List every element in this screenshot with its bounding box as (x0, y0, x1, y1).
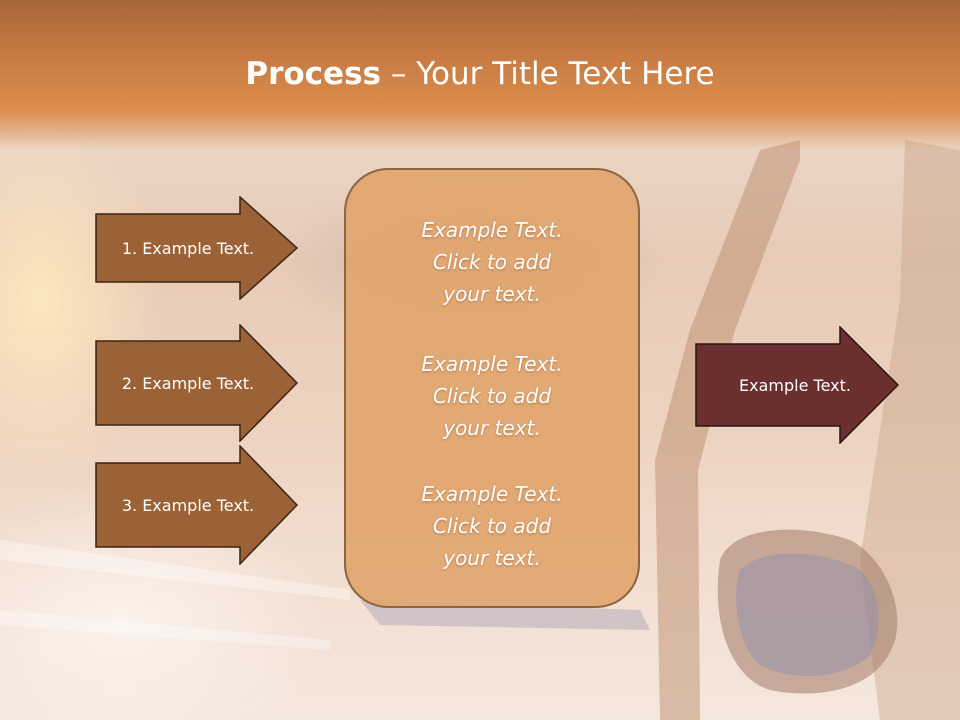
process-arrow-3[interactable]: 3. Example Text. (95, 445, 298, 565)
center-line-1: Example Text. (421, 218, 563, 242)
center-text-box[interactable]: Example Text. Click to add your text. Ex… (344, 168, 640, 608)
result-arrow[interactable]: Example Text. (695, 326, 899, 444)
process-arrow-1[interactable]: 1. Example Text. (95, 196, 298, 300)
center-text-block-1: Example Text. Click to add your text. (346, 214, 638, 310)
center-line-3: your text. (443, 282, 541, 306)
arrow-shape (95, 324, 298, 442)
arrow-label: 1. Example Text. (121, 238, 255, 258)
arrow-shape (95, 445, 298, 565)
slide-title[interactable]: Process – Your Title Text Here (0, 52, 960, 96)
center-line-1: Example Text. (421, 352, 563, 376)
center-text-block-3: Example Text. Click to add your text. (346, 478, 638, 574)
center-text-block-2: Example Text. Click to add your text. (346, 348, 638, 444)
center-line-3: your text. (443, 416, 541, 440)
arrow-label: 3. Example Text. (121, 495, 255, 515)
title-bar (0, 0, 960, 150)
process-arrow-2[interactable]: 2. Example Text. (95, 324, 298, 442)
center-line-2: Click to add (432, 384, 552, 408)
arrow-shape (95, 196, 298, 300)
title-bold: Process (245, 56, 381, 92)
title-rest: – Your Title Text Here (381, 56, 715, 92)
arrow-label: 2. Example Text. (121, 373, 255, 393)
center-line-3: your text. (443, 546, 541, 570)
center-line-2: Click to add (432, 514, 552, 538)
arrow-label: Example Text. (739, 375, 851, 395)
center-line-1: Example Text. (421, 482, 563, 506)
arrow-shape (695, 326, 899, 444)
center-line-2: Click to add (432, 250, 552, 274)
